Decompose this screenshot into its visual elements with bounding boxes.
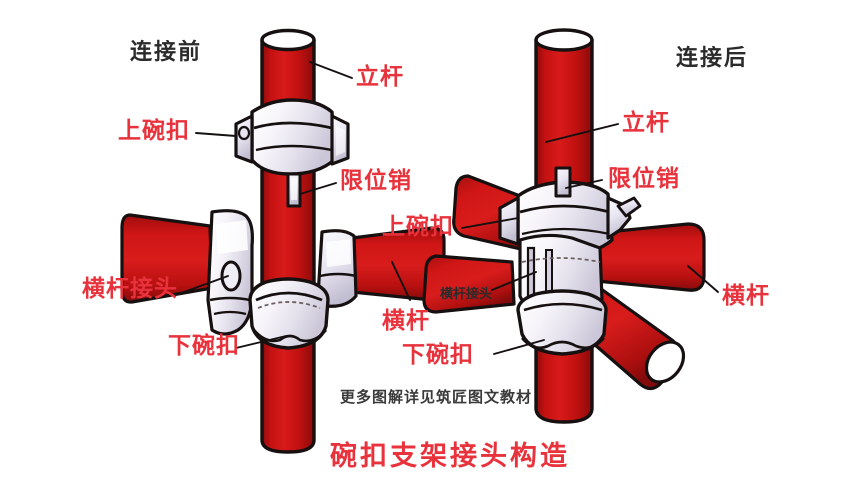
leader-lines	[183, 61, 719, 355]
leader-limit-pin-right	[565, 179, 603, 189]
credit-text: 更多图解详见筑匠图文教材	[340, 388, 533, 406]
leader-joint-left	[183, 275, 229, 293]
panel-before-illustration	[120, 28, 446, 454]
panel-after-heading: 连接后	[676, 46, 749, 71]
leader-vertical-pole-right	[545, 123, 619, 143]
leader-upper-bowl-right	[461, 217, 519, 229]
leader-upper-bowl-left	[195, 132, 237, 137]
label-cross-bar-joint-right: 横杆接头	[440, 287, 493, 302]
leader-cross-bar-right	[687, 265, 719, 293]
leader-cross-bar-left	[391, 261, 411, 301]
cross-bar-right-right	[584, 222, 706, 292]
leader-vertical-pole-left	[309, 61, 353, 79]
panel-before-heading: 连接前	[130, 40, 203, 65]
label-cross-bar-right: 横杆	[722, 283, 770, 309]
cross-bar-joint-left-right	[316, 229, 358, 308]
label-upper-bowl-buckle-left: 上碗扣	[118, 118, 190, 144]
leader-lower-bowl-left	[235, 335, 287, 349]
label-lower-bowl-buckle-right: 下碗扣	[402, 342, 474, 368]
assembled-coupler-right	[498, 166, 642, 356]
label-vertical-pole-right: 立杆	[622, 110, 670, 136]
label-lower-bowl-buckle-left: 下碗扣	[168, 333, 240, 359]
label-limit-pin-right: 限位销	[608, 166, 680, 192]
cross-bar-right-downleft	[422, 254, 516, 314]
limit-pin-left	[286, 172, 302, 208]
lower-bowl-buckle-left	[248, 277, 330, 350]
label-limit-pin-left: 限位销	[340, 168, 412, 194]
label-cross-bar-joint-left: 横杆接头	[82, 276, 178, 302]
diagram-title: 碗扣支架接头构造	[330, 441, 570, 472]
cross-bar-joint-left-left	[206, 209, 254, 336]
panel-after-illustration	[422, 28, 706, 424]
cross-bar-left-left	[120, 213, 214, 304]
leader-joint-right	[491, 271, 537, 291]
vertical-pole-left	[260, 28, 316, 454]
label-cross-bar-left: 横杆	[382, 308, 430, 334]
label-upper-bowl-buckle-right: 上碗扣	[382, 214, 454, 240]
leader-limit-pin-left	[299, 182, 337, 195]
upper-bowl-buckle-left	[234, 98, 350, 176]
leader-lower-bowl-right	[493, 339, 545, 355]
label-vertical-pole-left: 立杆	[356, 64, 404, 90]
